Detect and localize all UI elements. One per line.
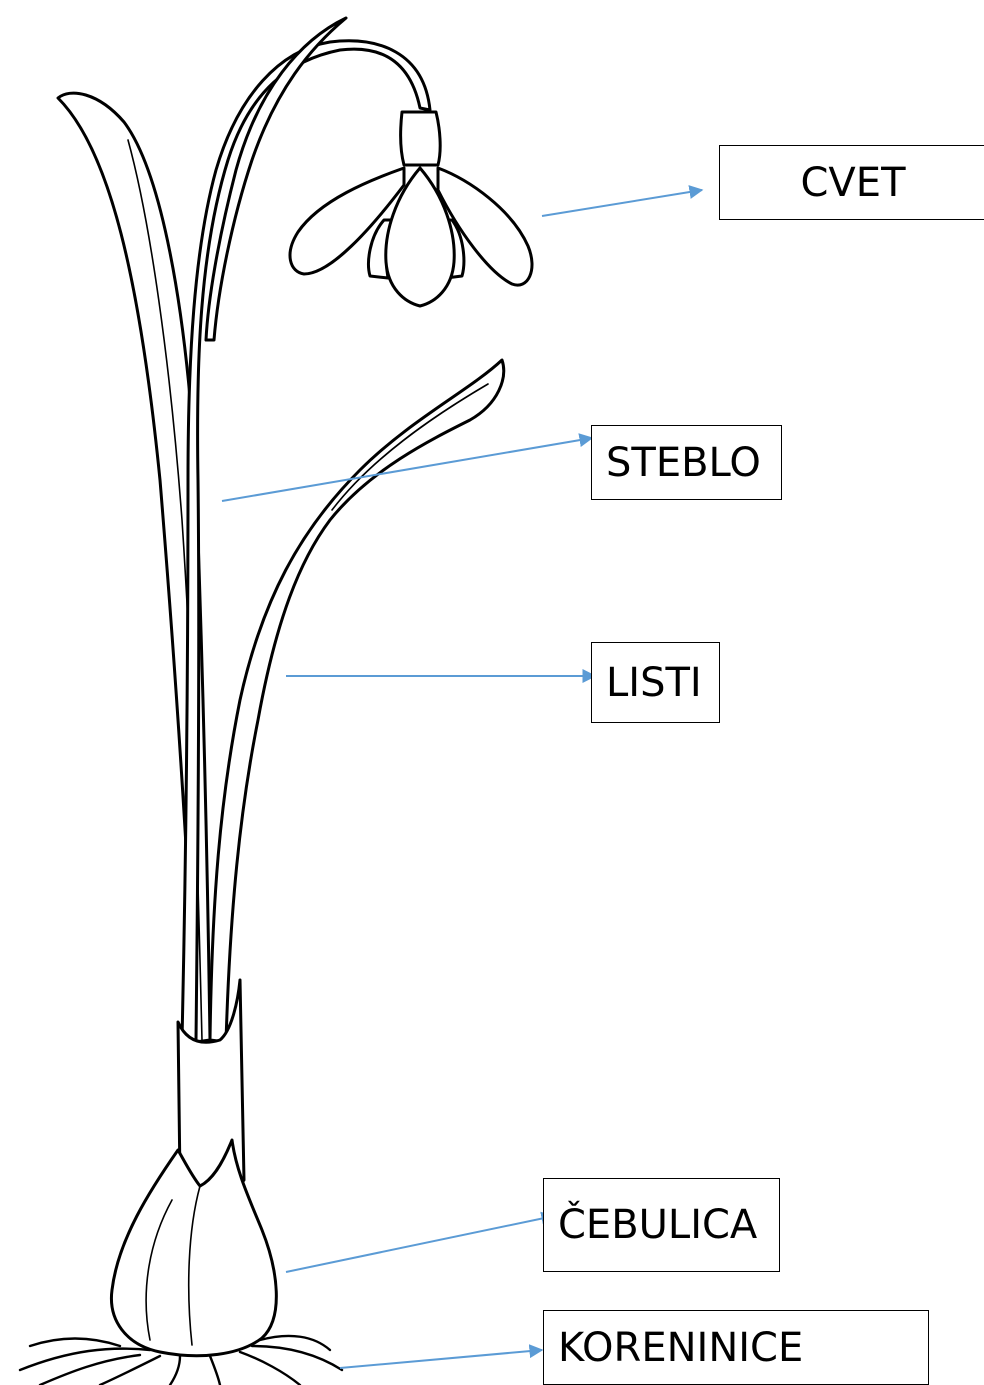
- flower-stalk: [180, 39, 432, 1042]
- flower-spathe: [399, 110, 442, 167]
- flower-outer-petal-left: [288, 166, 406, 276]
- bulb: [109, 1138, 278, 1358]
- arrow-roots: [339, 1344, 544, 1369]
- roots-label: KORENINICE: [543, 1310, 929, 1385]
- pointer-arrows: [221, 185, 704, 1369]
- bulb-label-text: ČEBULICA: [558, 1202, 758, 1248]
- upper-thin-leaf: [204, 16, 348, 342]
- left-leaf: [56, 91, 212, 1044]
- flower-label-text: CVET: [800, 159, 906, 206]
- bulb-line-2: [145, 1199, 173, 1341]
- flower-center-petal: [384, 166, 456, 308]
- roots-drawing: [18, 1334, 344, 1385]
- arrow-stem: [221, 433, 594, 502]
- arrow-bulb: [285, 1211, 556, 1273]
- right-leaf: [208, 358, 506, 1044]
- roots-label-text: KORENINICE: [558, 1324, 804, 1371]
- bulb-line: [187, 1185, 201, 1346]
- flower-label: CVET: [719, 145, 984, 220]
- flower-outer-petal-right: [436, 166, 534, 287]
- leaves-label: LISTI: [591, 642, 720, 723]
- right-leaf-vein: [331, 383, 489, 511]
- bulb-label: ČEBULICA: [543, 1178, 780, 1272]
- leaves-label-text: LISTI: [606, 659, 702, 706]
- snowdrop-plant-drawing: [56, 16, 534, 1358]
- stem-label-text: STEBLO: [606, 439, 761, 486]
- stem-label: STEBLO: [591, 425, 782, 500]
- arrow-flower: [541, 185, 704, 217]
